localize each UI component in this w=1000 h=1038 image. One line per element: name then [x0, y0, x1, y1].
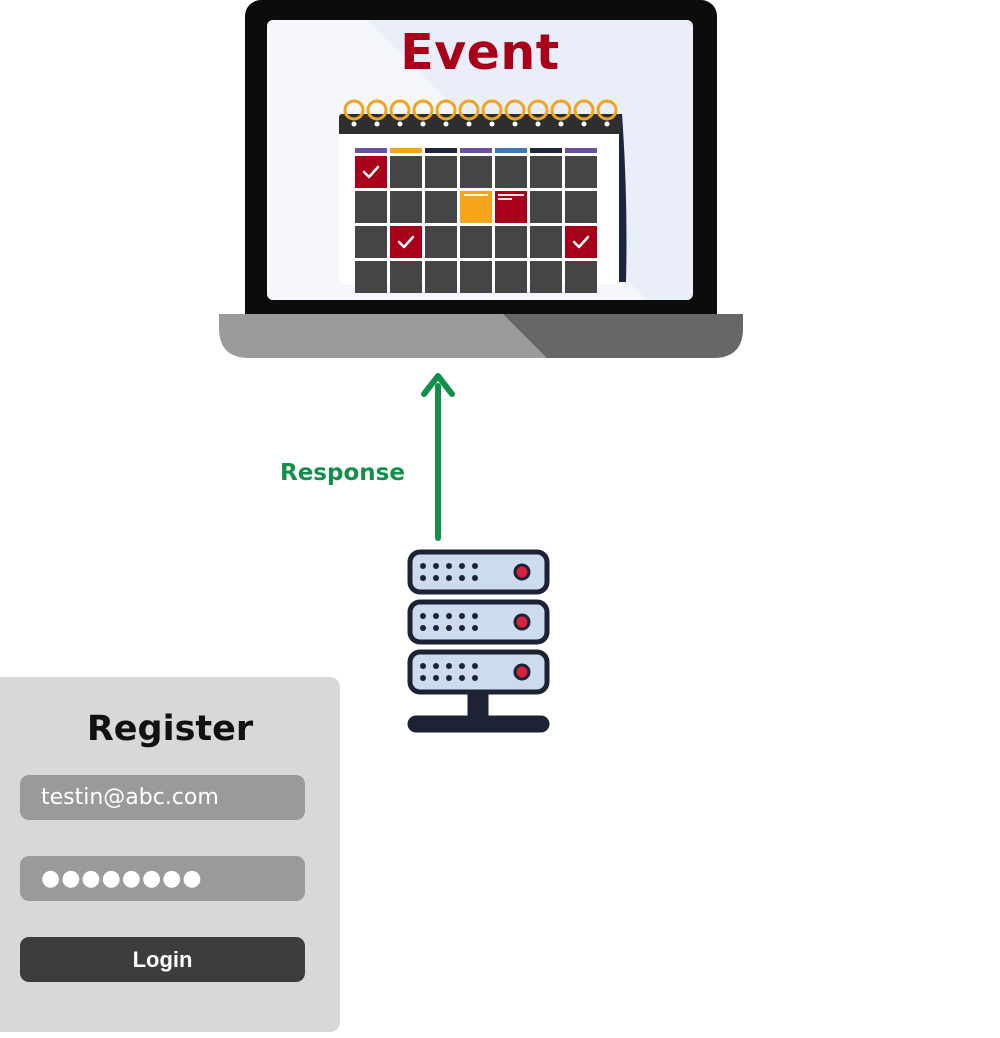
- calendar-cell-event: [460, 191, 492, 223]
- calendar-cell: [355, 226, 387, 258]
- calendar-cell: [495, 261, 527, 293]
- column-bar: [425, 148, 457, 153]
- event-title: Event: [400, 24, 560, 81]
- calendar-cell: [390, 261, 422, 293]
- email-value: testin@abc.com: [41, 785, 219, 810]
- calendar-cell: [460, 261, 492, 293]
- checkmark-icon: [362, 165, 380, 179]
- calendar-cell: [390, 191, 422, 223]
- laptop-base: [219, 314, 743, 358]
- checkmark-icon: [397, 235, 415, 249]
- calendar-column-bars: [355, 148, 597, 153]
- email-field[interactable]: testin@abc.com: [20, 775, 305, 820]
- calendar-cell: [425, 191, 457, 223]
- calendar-cell: [425, 156, 457, 188]
- calendar-cell: [495, 226, 527, 258]
- calendar-cell: [530, 156, 562, 188]
- checkmark-icon: [572, 235, 590, 249]
- calendar-cell: [425, 261, 457, 293]
- column-bar: [495, 148, 527, 153]
- calendar-cell: [390, 156, 422, 188]
- calendar-cell: [565, 156, 597, 188]
- column-bar: [390, 148, 422, 153]
- password-value: ●●●●●●●●: [41, 866, 203, 891]
- calendar-cell: [565, 191, 597, 223]
- calendar-header-bar: [339, 114, 621, 134]
- login-button[interactable]: Login: [20, 937, 305, 982]
- calendar-rings: [343, 99, 618, 127]
- laptop-screen: Event: [267, 20, 693, 300]
- calendar-cell: [530, 191, 562, 223]
- calendar-icon: [339, 96, 627, 293]
- calendar-cell-event: [495, 191, 527, 223]
- event-lines-icon: [498, 194, 524, 200]
- register-title: Register: [86, 709, 254, 749]
- column-bar: [355, 148, 387, 153]
- register-panel: Register testin@abc.com ●●●●●●●● Login: [0, 677, 340, 1032]
- calendar-cell-checked: [565, 226, 597, 258]
- up-arrow-icon: [421, 373, 455, 541]
- calendar-cell: [495, 156, 527, 188]
- calendar-cell: [530, 261, 562, 293]
- server-icon: [407, 549, 550, 733]
- column-bar: [460, 148, 492, 153]
- calendar-cell: [530, 226, 562, 258]
- calendar-cell: [355, 261, 387, 293]
- calendar-cell: [565, 261, 597, 293]
- calendar-cell: [460, 226, 492, 258]
- calendar-grid: [355, 156, 599, 293]
- calendar-cell: [355, 191, 387, 223]
- event-lines-icon: [464, 194, 488, 196]
- password-field[interactable]: ●●●●●●●●: [20, 856, 305, 901]
- laptop-lid: Event: [245, 0, 717, 316]
- column-bar: [530, 148, 562, 153]
- laptop-icon: Event: [219, 0, 743, 360]
- response-label: Response: [280, 460, 405, 486]
- calendar-cell-checked: [390, 226, 422, 258]
- calendar-curl: [619, 114, 627, 282]
- calendar-cell: [425, 226, 457, 258]
- column-bar: [565, 148, 597, 153]
- calendar-cell-checked: [355, 156, 387, 188]
- calendar-cell: [460, 156, 492, 188]
